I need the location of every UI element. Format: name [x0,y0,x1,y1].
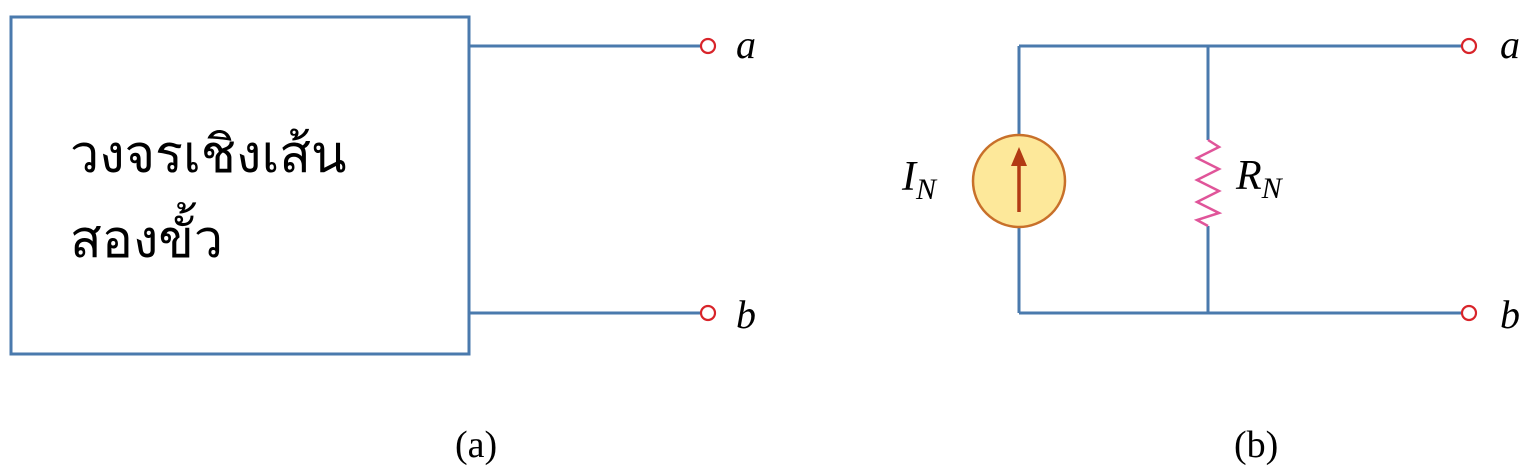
terminal-b-label: b [736,292,756,337]
current-source-icon [971,133,1067,229]
panel-b: IN RN a b (b) [901,22,1520,466]
resistor-subscript: N [1261,172,1284,205]
terminal-b-label-b: b [1500,292,1520,337]
terminal-b-node-b [1460,304,1478,322]
resistor-icon [1193,138,1223,228]
caption-a: (a) [455,424,497,466]
terminal-b-node [699,304,717,322]
panel-a: วงจรเชิงเส้น สองขั้ว a b (a) [9,15,756,466]
source-subscript: N [915,173,938,206]
box-text-line2: สองขั้ว [70,202,223,270]
resistor-label: RN [1235,153,1284,205]
caption-b: (b) [1234,424,1278,466]
linear-two-terminal-box [9,15,471,356]
terminal-a-label-b: a [1500,22,1520,67]
terminal-a-node-b [1460,37,1478,55]
source-label: IN [901,154,938,206]
terminal-a-node [699,37,717,55]
terminal-a-label: a [736,22,756,67]
box-text-line1: วงจรเชิงเส้น [70,125,347,185]
